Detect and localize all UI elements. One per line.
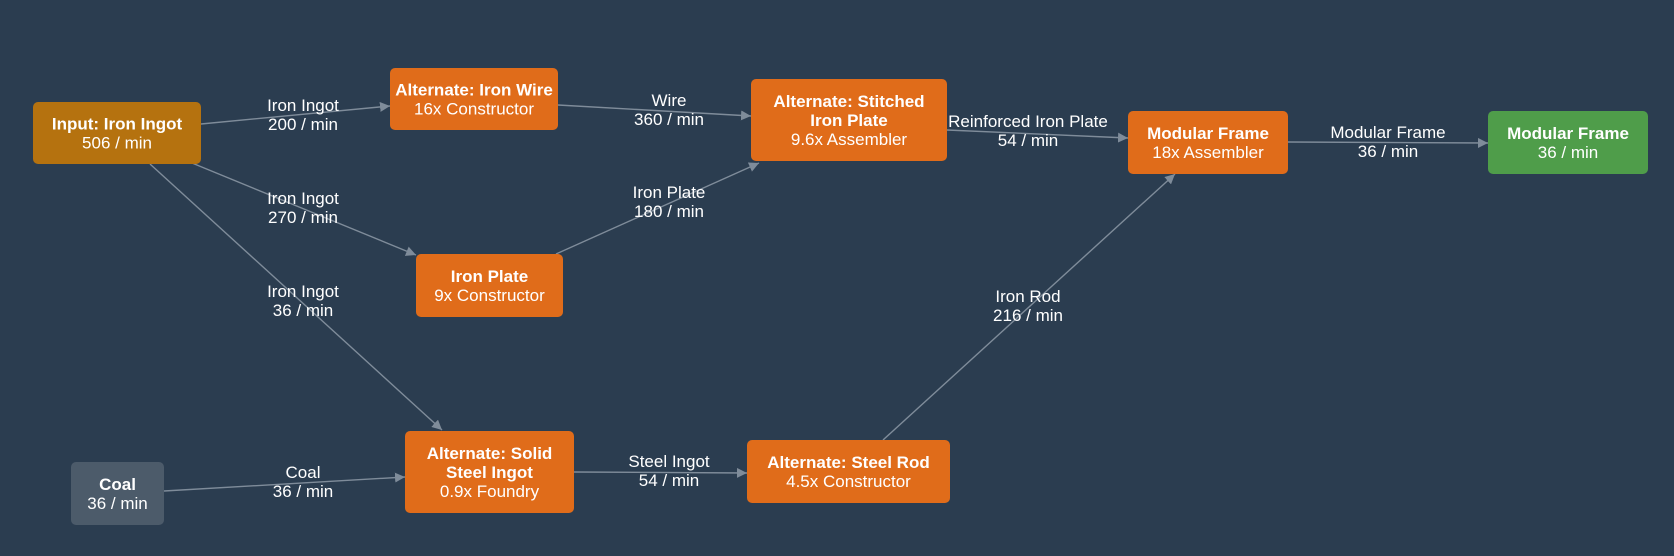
edge-label-rate: 200 / min [268, 115, 338, 134]
edge-label-item: Reinforced Iron Plate [948, 112, 1108, 131]
edge-label-rate: 36 / min [1358, 142, 1418, 161]
edge-label-rate: 54 / min [639, 471, 699, 490]
node-title: Input: Iron Ingot [52, 115, 183, 134]
node-subtitle: 36 / min [1538, 143, 1598, 162]
node-title: Modular Frame [1147, 124, 1269, 143]
node-title: Coal [99, 475, 136, 494]
node-box [405, 431, 574, 513]
node-box [390, 68, 558, 130]
edge-label-rate: 54 / min [998, 131, 1058, 150]
edge-label-rate: 216 / min [993, 306, 1063, 325]
node-box [751, 79, 947, 161]
node-subtitle: 0.9x Foundry [440, 482, 540, 501]
node-title: Iron Plate [451, 267, 528, 286]
node-subtitle: 16x Constructor [414, 100, 534, 119]
edge-wire-to-stitched [557, 104, 752, 121]
node-subtitle: 4.5x Constructor [786, 472, 911, 491]
node-subtitle: 9.6x Assembler [791, 130, 908, 149]
edge-rod-to-frame [882, 173, 1176, 441]
node-box [71, 462, 164, 525]
edge-label-item: Modular Frame [1330, 123, 1445, 142]
node-title: Alternate: Steel Rod [767, 453, 929, 472]
edge-label-item: Iron Rod [995, 287, 1060, 306]
edge-steel-to-rod [573, 467, 748, 478]
edge-label-rate: 360 / min [634, 110, 704, 129]
node-title: Modular Frame [1507, 124, 1629, 143]
node-box [1488, 111, 1648, 174]
edge-coal-to-steel [163, 472, 406, 492]
node-title: Steel Ingot [446, 463, 533, 482]
edge-label-rate: 36 / min [273, 482, 333, 501]
edge-label-item: Iron Ingot [267, 282, 339, 301]
edge-label-item: Iron Plate [633, 183, 706, 202]
node-title: Alternate: Iron Wire [395, 81, 553, 100]
edge-plate-to-stitched [555, 162, 760, 255]
edge-label-item: Wire [652, 91, 687, 110]
edge-ingot-to-steel [149, 163, 443, 431]
node-subtitle: 9x Constructor [434, 286, 545, 305]
edge-ingot-to-wire [200, 101, 391, 125]
node-subtitle: 36 / min [87, 494, 147, 513]
edge-label-rate: 36 / min [273, 301, 333, 320]
edge-label-rate: 270 / min [268, 208, 338, 227]
node-title: Alternate: Stitched [773, 92, 924, 111]
node-subtitle: 506 / min [82, 134, 152, 153]
node-title: Alternate: Solid [427, 444, 553, 463]
edge-frame-to-output [1287, 137, 1489, 148]
node-box [747, 440, 950, 503]
node-box [33, 102, 201, 164]
edge-label-item: Steel Ingot [628, 452, 710, 471]
node-box [416, 254, 563, 317]
edge-label-item: Iron Ingot [267, 189, 339, 208]
node-title: Iron Plate [810, 111, 887, 130]
edge-ingot-to-plate [191, 162, 417, 256]
edge-label-item: Coal [286, 463, 321, 482]
edge-stitched-to-frame [946, 129, 1129, 143]
edge-label-item: Iron Ingot [267, 96, 339, 115]
node-box [1128, 111, 1288, 174]
edge-label-rate: 180 / min [634, 202, 704, 221]
node-subtitle: 18x Assembler [1152, 143, 1264, 162]
